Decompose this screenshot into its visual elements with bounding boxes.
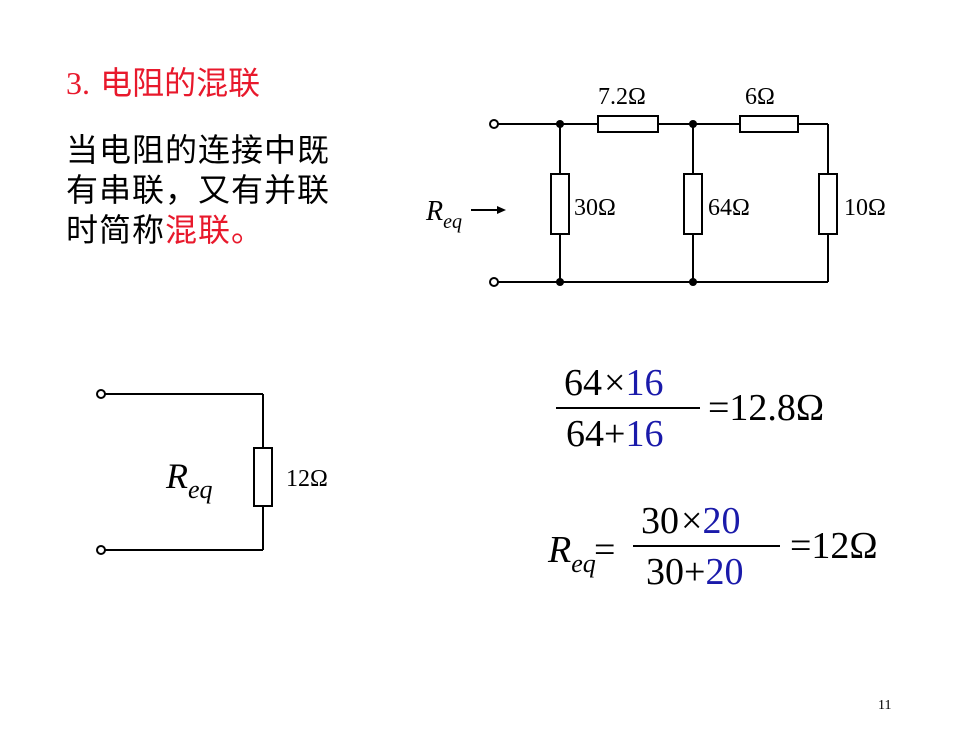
- title-number: 3.: [66, 65, 90, 101]
- junction-dot: [556, 120, 564, 128]
- f2-num-a: 30: [641, 500, 679, 542]
- top-terminal-b: [489, 277, 499, 287]
- description-highlight: 混联。: [165, 211, 265, 249]
- f2-lhs-sub: eq: [571, 549, 596, 578]
- top-terminal-a: [489, 119, 499, 129]
- formula-1: 64×16 64+16 =12.8Ω: [556, 362, 824, 455]
- f1-den-b: 16: [625, 413, 663, 455]
- description-line-3-prefix: 时简称: [66, 211, 166, 249]
- title-text: 电阻的混联: [100, 64, 261, 102]
- resistor-7-2: [597, 115, 659, 133]
- page-number: 11: [878, 698, 892, 713]
- formula2-result: =12Ω: [790, 525, 878, 567]
- slide-title: 3. 电阻的混联: [66, 58, 260, 104]
- req-bottom-symbol: R: [165, 456, 188, 496]
- f2-den-a: 30+: [646, 551, 705, 593]
- formula2-lhs: Req: [547, 529, 596, 578]
- formula2-equals: =: [594, 529, 615, 571]
- formula2-denominator: 30+20: [646, 551, 743, 593]
- description-text: 当电阻的连接中既 有串联，又有并联 时简称混联。: [66, 130, 386, 250]
- req-top-symbol: R: [425, 196, 443, 227]
- label-r-12: 12Ω: [286, 466, 328, 492]
- junction-dot: [689, 278, 697, 286]
- label-req-bottom: Req: [165, 456, 213, 504]
- f1-times: ×: [604, 362, 625, 404]
- label-r-7-2: 7.2Ω: [598, 84, 646, 110]
- label-r-30: 30Ω: [574, 195, 616, 221]
- label-r-64: 64Ω: [708, 195, 750, 221]
- f1-num-a: 64: [564, 362, 602, 404]
- top-circuit: [471, 115, 838, 287]
- bottom-terminal-b: [96, 545, 106, 555]
- label-r-10: 10Ω: [844, 195, 886, 221]
- formula1-result: =12.8Ω: [708, 387, 824, 429]
- f1-den-a: 64+: [566, 413, 625, 455]
- resistor-6: [739, 115, 799, 133]
- f2-num-b: 20: [702, 500, 740, 542]
- f2-den-b: 20: [705, 551, 743, 593]
- junction-dot: [556, 278, 564, 286]
- req-bottom-sub: eq: [188, 475, 213, 504]
- resistor-10: [818, 173, 838, 235]
- junction-dot: [689, 120, 697, 128]
- formula1-denominator: 64+16: [566, 413, 663, 455]
- description-line-1: 当电阻的连接中既: [66, 131, 331, 169]
- req-arrow-head: [497, 206, 506, 214]
- formula1-numerator: 64×16: [564, 362, 663, 404]
- f2-times: ×: [681, 500, 702, 542]
- bottom-circuit: [96, 389, 273, 555]
- formula2-numerator: 30×20: [641, 500, 740, 542]
- bottom-terminal-a: [96, 389, 106, 399]
- resistor-30: [550, 173, 570, 235]
- formula-2: Req = 30×20 30+20 =12Ω: [547, 500, 878, 593]
- f2-lhs-symbol: R: [547, 529, 571, 571]
- resistor-12: [253, 447, 273, 507]
- description-line-2: 有串联，又有并联: [66, 171, 331, 209]
- label-req-top: Req: [425, 196, 462, 233]
- label-r-6: 6Ω: [745, 84, 775, 110]
- resistor-64: [683, 173, 703, 235]
- f1-num-b: 16: [625, 362, 663, 404]
- description-line-3: 时简称混联。: [66, 210, 386, 250]
- req-top-sub: eq: [443, 211, 462, 233]
